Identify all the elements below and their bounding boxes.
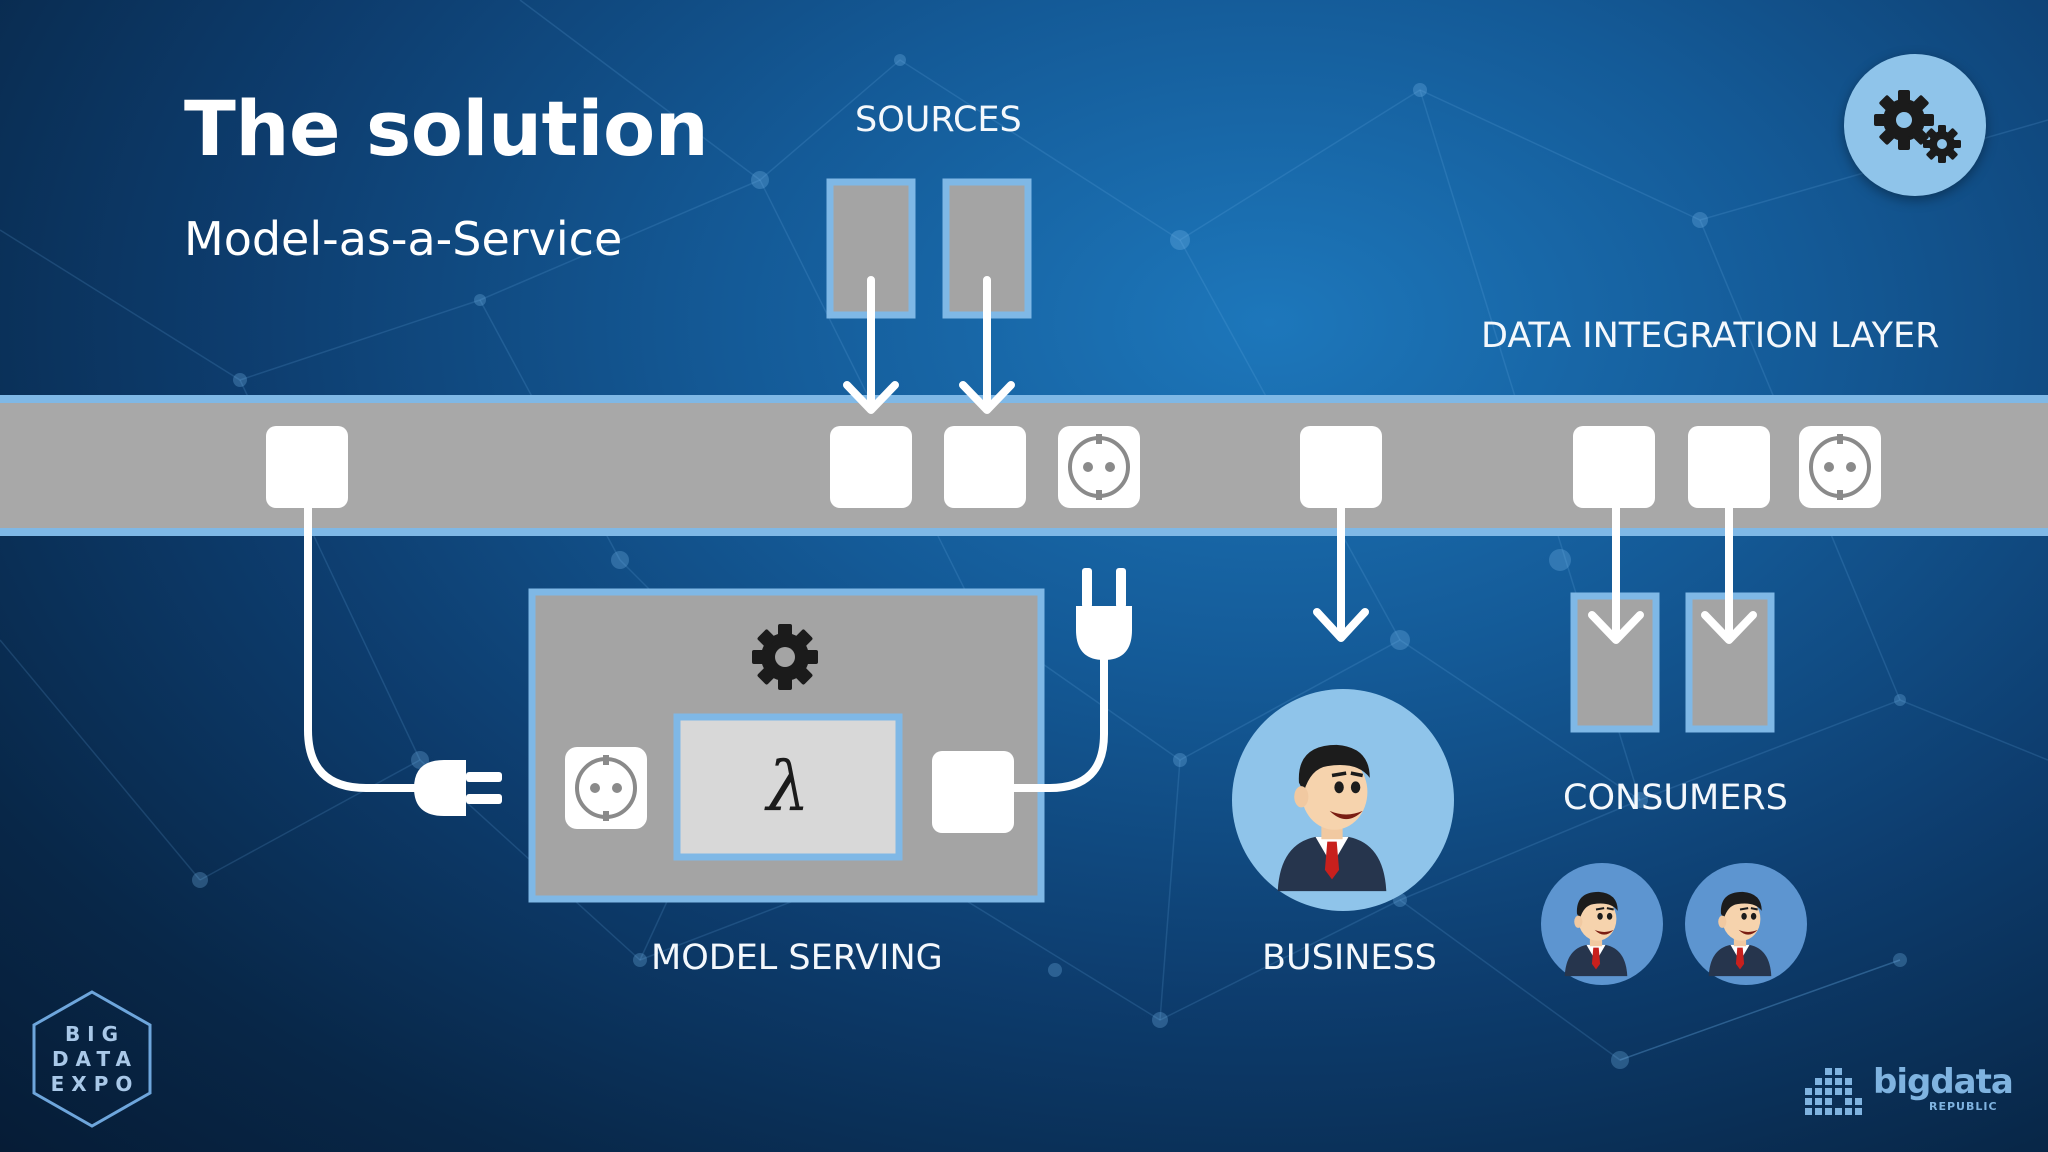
bigdata-republic-logo: bigdata REPUBLIC	[1803, 1062, 2014, 1122]
plug-icon	[1076, 568, 1132, 660]
model-output-port	[932, 751, 1014, 833]
bus-port-business	[1300, 426, 1382, 508]
label-data-integration-layer: DATA INTEGRATION LAYER	[1481, 316, 1940, 356]
consumer-arrow-2	[1701, 496, 1757, 644]
source-arrow-2	[959, 276, 1015, 414]
gears-badge	[1844, 54, 1986, 196]
logo-text-line-2: DATA	[51, 1047, 139, 1071]
slide-subtitle: Model-as-a-Service	[184, 212, 623, 266]
gears-icon	[1874, 90, 1961, 163]
bus-port-source-2	[944, 426, 1026, 508]
bus-port-consumer-1	[1573, 426, 1655, 508]
source-arrow-1	[843, 276, 899, 414]
label-model-serving: MODEL SERVING	[651, 938, 943, 978]
big-data-expo-logo: BIG DATA EXPO	[28, 988, 156, 1130]
lambda-symbol: λ	[763, 748, 809, 827]
bus-port-consumer-2	[1688, 426, 1770, 508]
slide-title: The solution	[184, 84, 709, 173]
pixel-grid-icon	[1805, 1068, 1862, 1115]
lambda-panel	[673, 713, 903, 861]
business-arrow	[1313, 496, 1369, 642]
gear-icon	[752, 624, 818, 690]
label-sources: SOURCES	[855, 100, 1022, 140]
input-cable	[304, 496, 424, 792]
consumer-arrow-1	[1588, 496, 1644, 644]
plug-icon	[414, 760, 502, 816]
logo-text-line-1: BIG	[64, 1022, 126, 1046]
logo-subword: REPUBLIC	[1929, 1100, 1998, 1113]
logo-text-line-3: EXPO	[50, 1072, 140, 1096]
socket-icon	[563, 745, 649, 831]
socket-icon	[1797, 424, 1883, 510]
bus-port-source-1	[830, 426, 912, 508]
logo-word: bigdata	[1873, 1062, 2014, 1102]
label-business: BUSINESS	[1262, 938, 1437, 978]
output-cable	[1008, 648, 1108, 792]
socket-icon	[1056, 424, 1142, 510]
bus-port-model-input	[266, 426, 348, 508]
label-consumers: CONSUMERS	[1563, 778, 1788, 818]
